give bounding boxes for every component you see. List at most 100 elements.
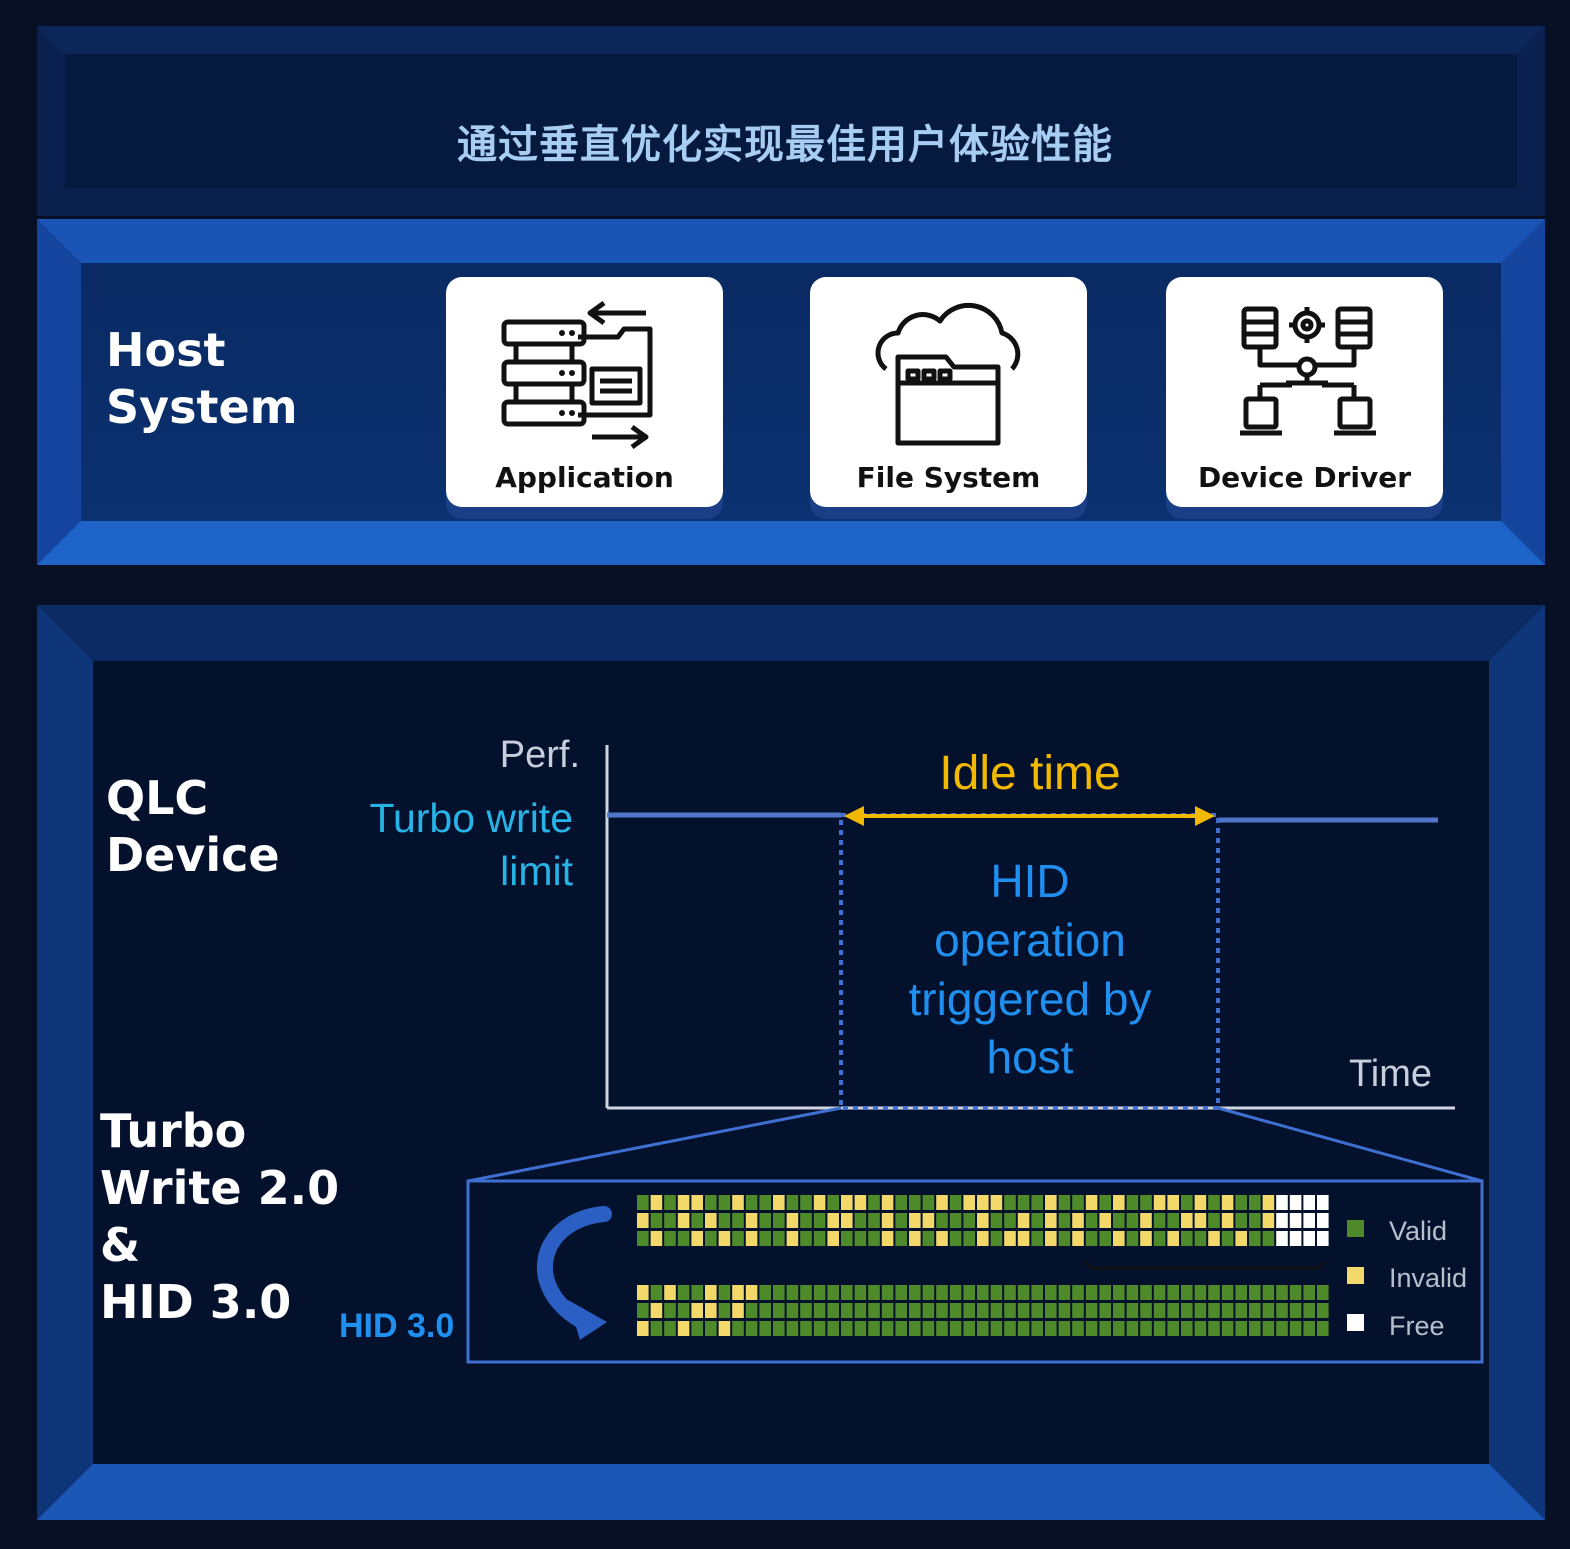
block-cell (813, 1285, 826, 1300)
block-cell (677, 1303, 690, 1318)
block-cell (637, 1285, 649, 1300)
block-cell (1113, 1213, 1125, 1228)
block-cell (1045, 1303, 1057, 1318)
block-cell (786, 1285, 799, 1300)
block-cell (1262, 1231, 1275, 1246)
block-cell (1085, 1213, 1098, 1228)
block-cell (1289, 1231, 1302, 1246)
block-cell (1099, 1231, 1111, 1246)
block-cell (773, 1213, 785, 1228)
block-cell (786, 1303, 799, 1318)
block-cell (732, 1321, 744, 1336)
block-cell (1303, 1285, 1315, 1300)
block-cell (841, 1303, 853, 1318)
block-cell (718, 1321, 731, 1336)
block-cell (1045, 1213, 1057, 1228)
block-cell (1249, 1213, 1261, 1228)
block-cell (909, 1285, 921, 1300)
block-cell (650, 1195, 663, 1210)
block-cell (895, 1303, 907, 1318)
block-cell (1017, 1195, 1030, 1210)
block-cell (1140, 1321, 1152, 1336)
legend-free-swatch (1347, 1314, 1364, 1331)
block-cell (963, 1285, 975, 1300)
block-cell (881, 1213, 894, 1228)
block-cell (1085, 1303, 1098, 1318)
hid-text-line3: triggered by (909, 973, 1152, 1025)
block-cell (1317, 1213, 1329, 1228)
block-cell (1276, 1195, 1288, 1210)
block-grid-after (637, 1285, 1329, 1336)
application-label: Application (495, 461, 674, 494)
block-cell (949, 1321, 962, 1336)
block-cell (664, 1303, 676, 1318)
block-cell (868, 1303, 880, 1318)
block-cell (1194, 1321, 1207, 1336)
block-cell (1113, 1303, 1125, 1318)
block-cell (868, 1213, 880, 1228)
block-cell (1072, 1303, 1084, 1318)
block-cell (909, 1321, 921, 1336)
block-cell (868, 1231, 880, 1246)
block-cell (1181, 1195, 1193, 1210)
block-cell (1181, 1303, 1193, 1318)
block-cell (1194, 1195, 1207, 1210)
block-cell (1072, 1231, 1084, 1246)
block-cell (1181, 1231, 1193, 1246)
block-cell (1072, 1285, 1084, 1300)
block-cell (1045, 1195, 1057, 1210)
block-cell (732, 1231, 744, 1246)
block-cell (990, 1231, 1003, 1246)
block-cell (1303, 1321, 1315, 1336)
host-system-label: Host System (106, 322, 298, 436)
block-cell (1140, 1195, 1152, 1210)
legend-valid-label: Valid (1389, 1216, 1447, 1246)
turbo-write-label: Turbo Write 2.0 & HID 3.0 (100, 1103, 339, 1331)
block-cell (732, 1195, 744, 1210)
block-cell (1031, 1321, 1043, 1336)
block-cell (650, 1231, 663, 1246)
block-cell (936, 1303, 948, 1318)
block-cell (1058, 1231, 1071, 1246)
block-cell (1221, 1195, 1234, 1210)
block-cell (1249, 1303, 1261, 1318)
block-cell (1235, 1303, 1247, 1318)
block-cell (650, 1285, 663, 1300)
block-cell (1153, 1213, 1166, 1228)
block-cell (773, 1285, 785, 1300)
block-cell (705, 1303, 717, 1318)
block-cell (841, 1213, 853, 1228)
device-driver-label: Device Driver (1197, 461, 1412, 494)
block-cell (718, 1213, 731, 1228)
block-cell (773, 1231, 785, 1246)
block-cell (691, 1285, 703, 1300)
block-cell (963, 1321, 975, 1336)
block-cell (895, 1195, 907, 1210)
block-cell (1235, 1285, 1247, 1300)
block-cell (1058, 1303, 1071, 1318)
block-cell (990, 1285, 1003, 1300)
block-cell (1031, 1285, 1043, 1300)
block-cell (745, 1321, 758, 1336)
block-cell (800, 1195, 812, 1210)
block-cell (963, 1303, 975, 1318)
block-cell (1317, 1195, 1329, 1210)
block-cell (1289, 1321, 1302, 1336)
block-cell (1140, 1285, 1152, 1300)
block-cell (1085, 1195, 1098, 1210)
block-cell (691, 1213, 703, 1228)
block-cell (1113, 1285, 1125, 1300)
block-cell (949, 1231, 962, 1246)
qlc-label-line1: QLC (106, 771, 209, 825)
block-cell (827, 1231, 839, 1246)
block-cell (1153, 1321, 1166, 1336)
block-cell (990, 1321, 1003, 1336)
block-cell (1276, 1321, 1288, 1336)
block-cell (1031, 1231, 1043, 1246)
block-cell (1221, 1285, 1234, 1300)
block-cell (895, 1231, 907, 1246)
block-cell (1085, 1321, 1098, 1336)
block-cell (1167, 1195, 1179, 1210)
block-cell (868, 1285, 880, 1300)
